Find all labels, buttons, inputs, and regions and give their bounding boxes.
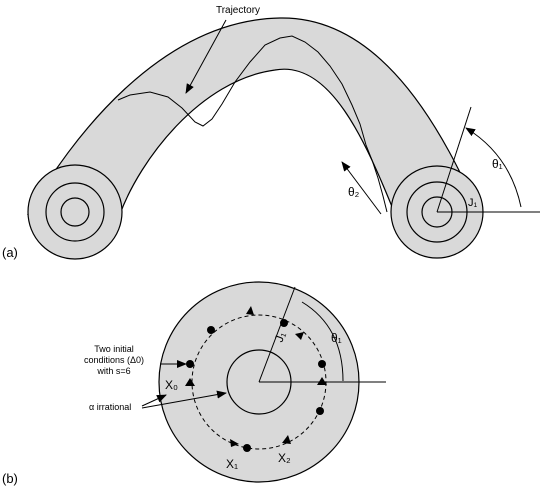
- alpha-arrow-to-inner: [141, 390, 227, 409]
- theta1-angle-arc: [465, 127, 522, 208]
- orbit-triangle-point: [246, 306, 254, 315]
- alpha-irrational-label: α irrational: [89, 402, 131, 412]
- left-torus-cross-section: [27, 164, 123, 260]
- panel-a-label: (a): [2, 245, 18, 260]
- theta2-label: θ₂: [348, 185, 360, 199]
- x0-label: X₀: [165, 378, 178, 392]
- x1-label: X₁: [226, 457, 238, 471]
- initial-conditions-label-line-1: Two initial: [94, 344, 134, 354]
- orbit-circle-point: [318, 360, 326, 368]
- panel-a: Trajectory θ₁ J₁ θ₂ (a): [2, 5, 540, 260]
- orbit-triangle-point: [317, 377, 327, 385]
- orbit-triangle-point: [282, 435, 291, 444]
- j1-label: J₁: [468, 197, 478, 209]
- orbit-circle-point: [316, 407, 324, 415]
- x2-label: X₂: [278, 451, 291, 465]
- alpha-arrow-to-outer: [141, 394, 167, 407]
- orbit-circles: [186, 319, 326, 452]
- initial-conditions-label-line-3: with s=6: [96, 366, 130, 376]
- orbit-triangle-point: [230, 439, 239, 447]
- trajectory-label: Trajectory: [216, 5, 260, 16]
- orbit-circle-point: [207, 326, 215, 334]
- trajectory-curve: [117, 35, 388, 213]
- theta1-label-b: θ₁: [331, 331, 342, 345]
- orbit-circle-point: [280, 319, 288, 327]
- initial-conditions-label-line-2: conditions (Δ0): [84, 355, 144, 365]
- trajectory-pointer-arrow: [185, 19, 227, 94]
- panel-b: θ₁ J₁ Two initial conditions (Δ0) with s…: [2, 281, 386, 486]
- j1-radius-line: [258, 286, 296, 383]
- theta1-label: θ₁: [492, 157, 503, 171]
- orbit-triangles: [185, 306, 327, 447]
- j1-label-b: J₁: [272, 330, 289, 344]
- orbit-circle-point: [186, 360, 194, 368]
- panel-b-label: (b): [2, 471, 18, 486]
- theta2-direction-arrow: [341, 161, 382, 215]
- orbit-triangle-point: [185, 378, 195, 386]
- theta1-angle-arc-b: [301, 301, 344, 382]
- j1-axis-line: [436, 106, 472, 213]
- orbit-circle-point: [243, 444, 251, 452]
- orbit-triangle-point: [295, 332, 304, 340]
